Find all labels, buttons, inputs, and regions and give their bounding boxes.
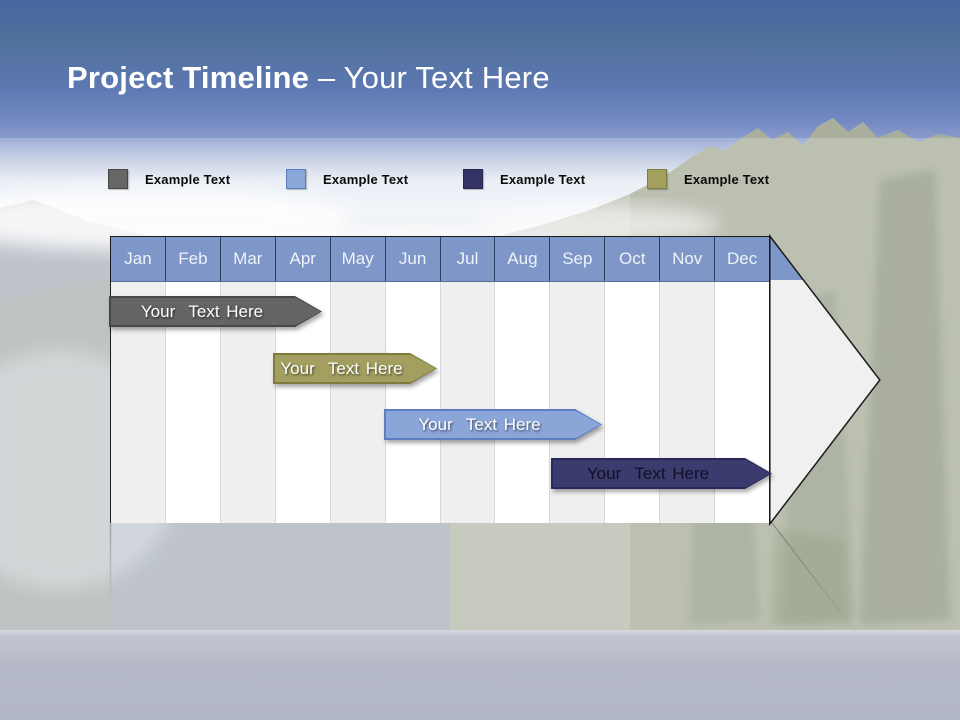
legend-swatch-icon	[463, 169, 483, 189]
legend-swatch-icon	[647, 169, 667, 189]
months-row: Jan Feb Mar Apr May Jun Jul Aug Sep Oct Nov Dec	[111, 237, 769, 281]
arrow-head	[769, 233, 881, 527]
month-label: Sep	[562, 249, 593, 268]
timeline-bar-fill	[275, 355, 436, 383]
month-column	[494, 282, 550, 523]
legend-item: Example Text	[286, 168, 408, 190]
timeline-bar: Your Text Here	[551, 458, 772, 489]
month-label: May	[341, 249, 374, 268]
month-header-cell: May	[329, 237, 385, 281]
month-label: Dec	[726, 249, 758, 268]
month-header-cell: Jan	[111, 237, 165, 281]
legend-label: Example Text	[684, 171, 770, 187]
timeline-bar-fill	[553, 460, 771, 488]
month-header-cell: Aug	[494, 237, 549, 281]
month-header-cell: Apr	[274, 237, 330, 281]
sea-water	[0, 630, 960, 720]
timeline-bar: Your Text Here	[273, 353, 437, 384]
legend-label: Example Text	[500, 171, 586, 187]
legend-item: Example Text	[108, 168, 230, 190]
legend-swatch-icon	[108, 169, 128, 189]
month-header-cell: Oct	[604, 237, 659, 281]
legend-label: Example Text	[145, 171, 231, 187]
month-label: Aug	[507, 249, 538, 268]
timeline-bar-label: Your Text Here	[586, 463, 710, 483]
month-header-cell: Sep	[549, 237, 604, 281]
timeline-bar-label: Your Text Here	[280, 358, 403, 378]
month-header-cell: Feb	[164, 237, 220, 281]
timeline-bar-label: Your Text Here	[140, 301, 264, 321]
slide-title-light: – Your Text Here	[317, 60, 550, 95]
timeline-bar: Your Text Here	[109, 296, 322, 327]
timeline-bar-fill	[111, 298, 321, 326]
month-label: Mar	[233, 249, 263, 268]
month-column	[384, 282, 440, 523]
month-header-cell: Mar	[219, 237, 275, 281]
month-label: Jan	[124, 249, 152, 268]
month-label: Apr	[289, 249, 316, 268]
slide-title: Project Timeline – Your Text Here	[67, 60, 550, 96]
month-label: Feb	[178, 249, 208, 268]
timeline-bar-label: Your Text Here	[418, 414, 541, 434]
timeline-bar-fill	[386, 411, 601, 439]
month-header-cell: Jun	[384, 237, 440, 281]
arrow-reflection	[109, 522, 883, 667]
month-column	[439, 282, 495, 523]
legend-swatch-icon	[286, 169, 306, 189]
legend-item: Example Text	[463, 168, 585, 190]
month-column	[329, 282, 385, 523]
month-label: Jul	[456, 249, 479, 268]
month-header-cell: Nov	[659, 237, 714, 281]
slide-title-bold: Project Timeline	[67, 60, 318, 95]
month-label: Jun	[398, 249, 427, 268]
legend-item: Example Text	[647, 168, 769, 190]
month-label: Oct	[619, 249, 646, 268]
month-header-cell: Dec	[714, 237, 769, 281]
timeline-bar: Your Text Here	[384, 409, 602, 440]
legend-label: Example Text	[323, 171, 409, 187]
month-label: Nov	[672, 249, 703, 268]
month-header-cell: Jul	[439, 237, 495, 281]
